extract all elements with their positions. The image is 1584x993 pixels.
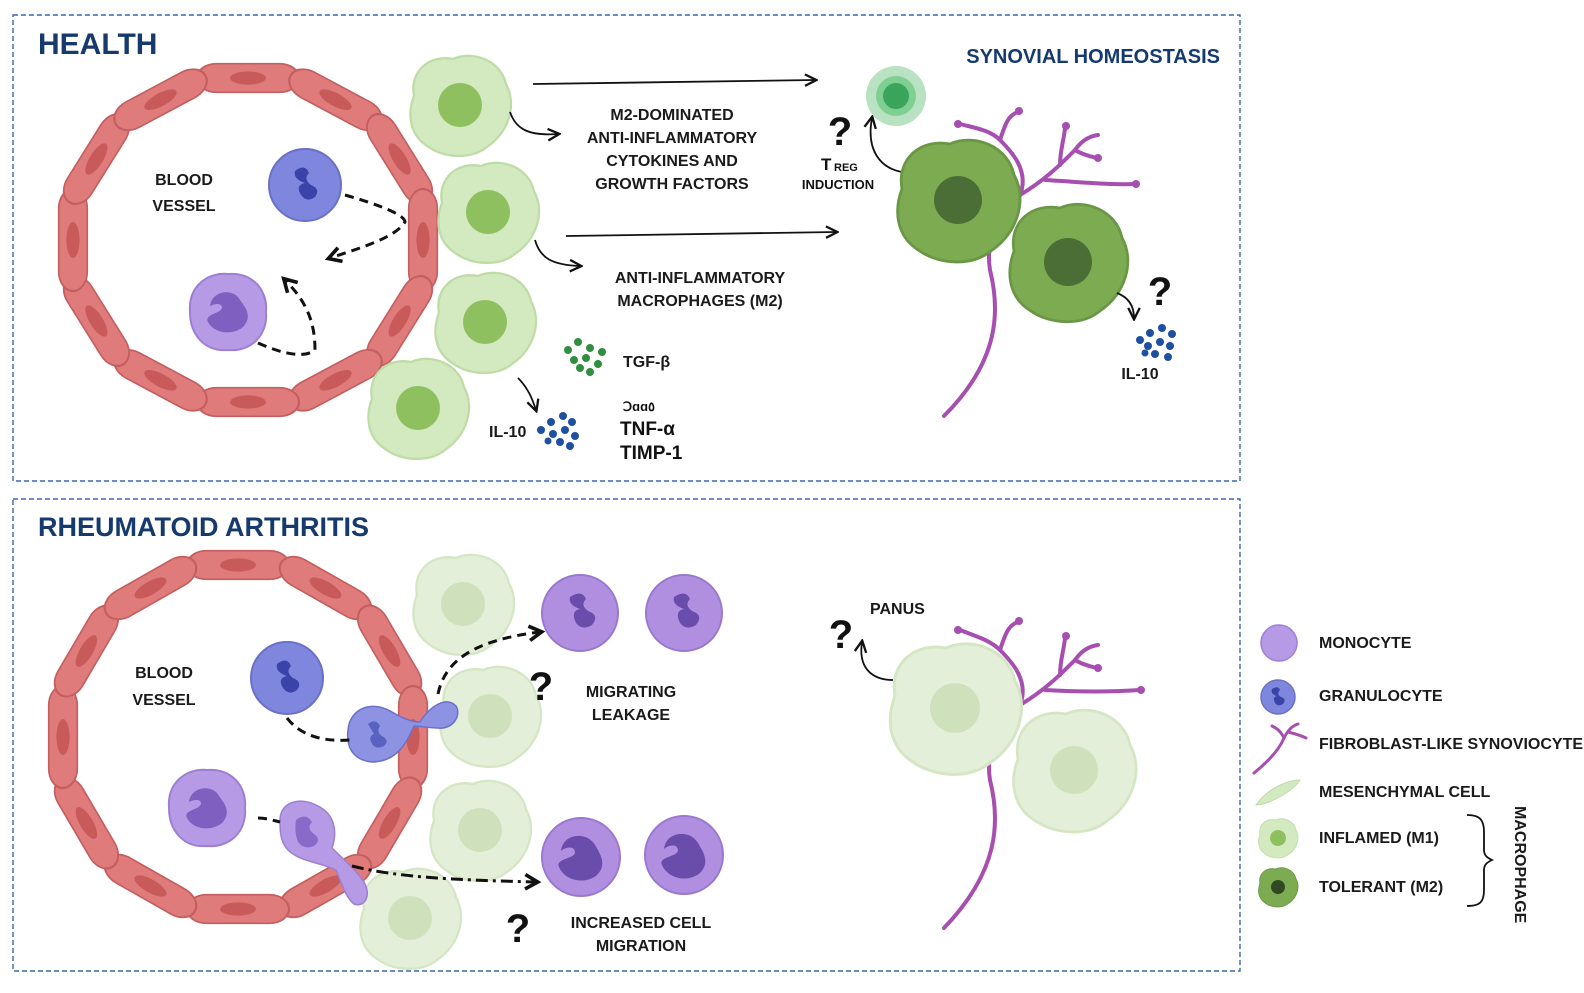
granulocyte-ra bbox=[250, 641, 324, 715]
il10-dots-left bbox=[537, 412, 579, 450]
treg-t-label: T bbox=[821, 155, 832, 174]
inflamed-macrophage-ra-4 bbox=[359, 867, 463, 971]
arrow-granulocyte-path bbox=[324, 193, 407, 264]
monocyte-ra bbox=[167, 768, 247, 848]
treg-induction-label: INDUCTION bbox=[802, 177, 874, 192]
anti-inflammatory-label: ANTI-INFLAMMATORY bbox=[587, 130, 758, 147]
m2-dominated-label: M2-DOMINATED bbox=[610, 107, 733, 124]
il10-right-label: IL-10 bbox=[1121, 366, 1158, 383]
arrow-to-il10-right bbox=[1116, 292, 1134, 318]
cytokine-glyph-row: ꓛɑɑ٥ bbox=[623, 399, 655, 414]
migrated-monocyte-3 bbox=[541, 817, 621, 897]
vessel-segment bbox=[195, 62, 301, 94]
fibroblast-icon bbox=[1252, 722, 1308, 775]
tolerant-macrophage-synovium-1 bbox=[896, 138, 1022, 264]
ra-monocyte-dash-in bbox=[257, 816, 281, 824]
macrophage-group-label: MACROPHAGE bbox=[1511, 806, 1528, 924]
inflamed-macrophage-ra-2 bbox=[439, 665, 543, 769]
fibroblast-ra-tips bbox=[954, 617, 1145, 694]
ra-panel bbox=[12, 498, 1241, 972]
antiinflammatory-macrophages-line2: MACROPHAGES (M2) bbox=[617, 293, 782, 310]
monocyte-transmigrating bbox=[279, 800, 368, 906]
tolerant-macrophage-icon bbox=[1258, 867, 1299, 908]
il10-left-label: IL-10 bbox=[489, 424, 526, 441]
macrophage-m2-1 bbox=[409, 54, 513, 158]
legend-mesenchymal-label: MESENCHYMAL CELL bbox=[1319, 784, 1490, 801]
treg-question-mark: ? bbox=[828, 110, 852, 154]
macrophage-m2-4 bbox=[367, 357, 471, 461]
legend-tolerant-label: TOLERANT (M2) bbox=[1319, 879, 1443, 896]
blood-vessel-label-line1: BLOOD bbox=[155, 172, 213, 189]
increased-cell-label: INCREASED CELL bbox=[571, 915, 712, 932]
arrow-to-cytokines bbox=[509, 111, 558, 134]
vessel-segment bbox=[185, 549, 291, 581]
blood-vessel-label-line2: VESSEL bbox=[152, 198, 215, 215]
tgf-beta-dots bbox=[564, 338, 606, 376]
inflamed-macrophage-icon bbox=[1258, 818, 1299, 859]
inflamed-macrophage-synovium-2 bbox=[1012, 708, 1138, 834]
legend-fibroblast-label: FIBROBLAST-LIKE SYNOVIOCYTE bbox=[1319, 736, 1583, 753]
inflamed-macrophage-ra-3 bbox=[429, 779, 533, 883]
macrophage-m2-3 bbox=[434, 271, 538, 375]
migrated-monocyte-2 bbox=[645, 574, 723, 652]
tolerant-macrophage-synovium-2 bbox=[1008, 202, 1130, 324]
vessel-segment bbox=[195, 386, 301, 418]
treg-cell bbox=[866, 66, 926, 126]
mesenchymal-icon bbox=[1254, 779, 1301, 806]
monocyte-icon bbox=[1260, 624, 1298, 662]
cytokines-and-label: CYTOKINES AND bbox=[606, 153, 738, 170]
monocyte-health bbox=[188, 272, 268, 352]
panus-question-mark: ? bbox=[829, 613, 853, 657]
health-panel bbox=[12, 14, 1241, 482]
ra-blood-vessel-line2: VESSEL bbox=[132, 692, 195, 709]
granulocyte-health bbox=[268, 148, 342, 222]
tgf-beta-label: TGF-β bbox=[623, 354, 670, 371]
ra-blood-vessel-line1: BLOOD bbox=[135, 665, 193, 682]
panus-label: PANUS bbox=[870, 601, 925, 618]
antiinflammatory-macrophages-line1: ANTI-INFLAMMATORY bbox=[615, 270, 786, 287]
arrow-to-treg bbox=[532, 80, 815, 84]
arrow-treg-induction bbox=[871, 118, 903, 173]
macrophage-brace bbox=[1466, 814, 1495, 907]
legend-inflamed-label: INFLAMED (M1) bbox=[1319, 830, 1439, 847]
arrow-to-antiinflammatory bbox=[534, 239, 580, 266]
il10-dots-right bbox=[1136, 324, 1176, 361]
legend-granulocyte-label: GRANULOCYTE bbox=[1319, 688, 1443, 705]
ra-migrating-question-mark: ? bbox=[529, 665, 553, 709]
tnf-alpha-label: TNF-α bbox=[620, 419, 675, 440]
granulocyte-icon bbox=[1260, 679, 1296, 715]
leakage-label: LEAKAGE bbox=[592, 707, 671, 724]
il10-question-mark: ? bbox=[1148, 270, 1172, 314]
migration-label: MIGRATION bbox=[596, 938, 686, 955]
arrow-to-synovium bbox=[565, 232, 836, 236]
ra-title: RHEUMATOID ARTHRITIS bbox=[38, 512, 369, 542]
macrophage-m2-2 bbox=[437, 161, 541, 265]
timp1-label: TIMP-1 bbox=[620, 443, 683, 464]
treg-sub-label: REG bbox=[834, 162, 858, 174]
vessel-segment bbox=[98, 549, 203, 627]
ra-increased-question-mark: ? bbox=[506, 907, 530, 951]
migrated-monocyte-1 bbox=[541, 574, 619, 652]
ra-arrow-increased-migration bbox=[351, 864, 542, 891]
arrow-to-il10 bbox=[517, 377, 536, 410]
vessel-segment bbox=[47, 684, 79, 790]
migrating-label: MIGRATING bbox=[586, 684, 676, 701]
ra-granulocyte-dash-in bbox=[285, 717, 351, 742]
inflamed-macrophage-synovium-1 bbox=[888, 642, 1024, 776]
arrow-panus bbox=[861, 642, 894, 681]
granulocyte-transmigrating bbox=[346, 701, 459, 763]
growth-factors-label: GROWTH FACTORS bbox=[595, 176, 749, 193]
inflamed-macrophage-ra-1 bbox=[412, 553, 516, 657]
legend: MONOCYTE GRANULOCYTE FIBROBLAST-LIKE SYN… bbox=[1252, 624, 1583, 924]
vessel-segment bbox=[185, 893, 291, 925]
legend-monocyte-label: MONOCYTE bbox=[1319, 635, 1412, 652]
health-title: HEALTH bbox=[38, 28, 157, 61]
vessel-segment bbox=[107, 61, 214, 138]
migrated-monocyte-4 bbox=[644, 815, 724, 895]
synovial-homeostasis-title: SYNOVIAL HOMEOSTASIS bbox=[966, 46, 1220, 68]
ra-arrow-migrating bbox=[436, 624, 546, 695]
fibroblast-health-tips bbox=[954, 107, 1140, 188]
